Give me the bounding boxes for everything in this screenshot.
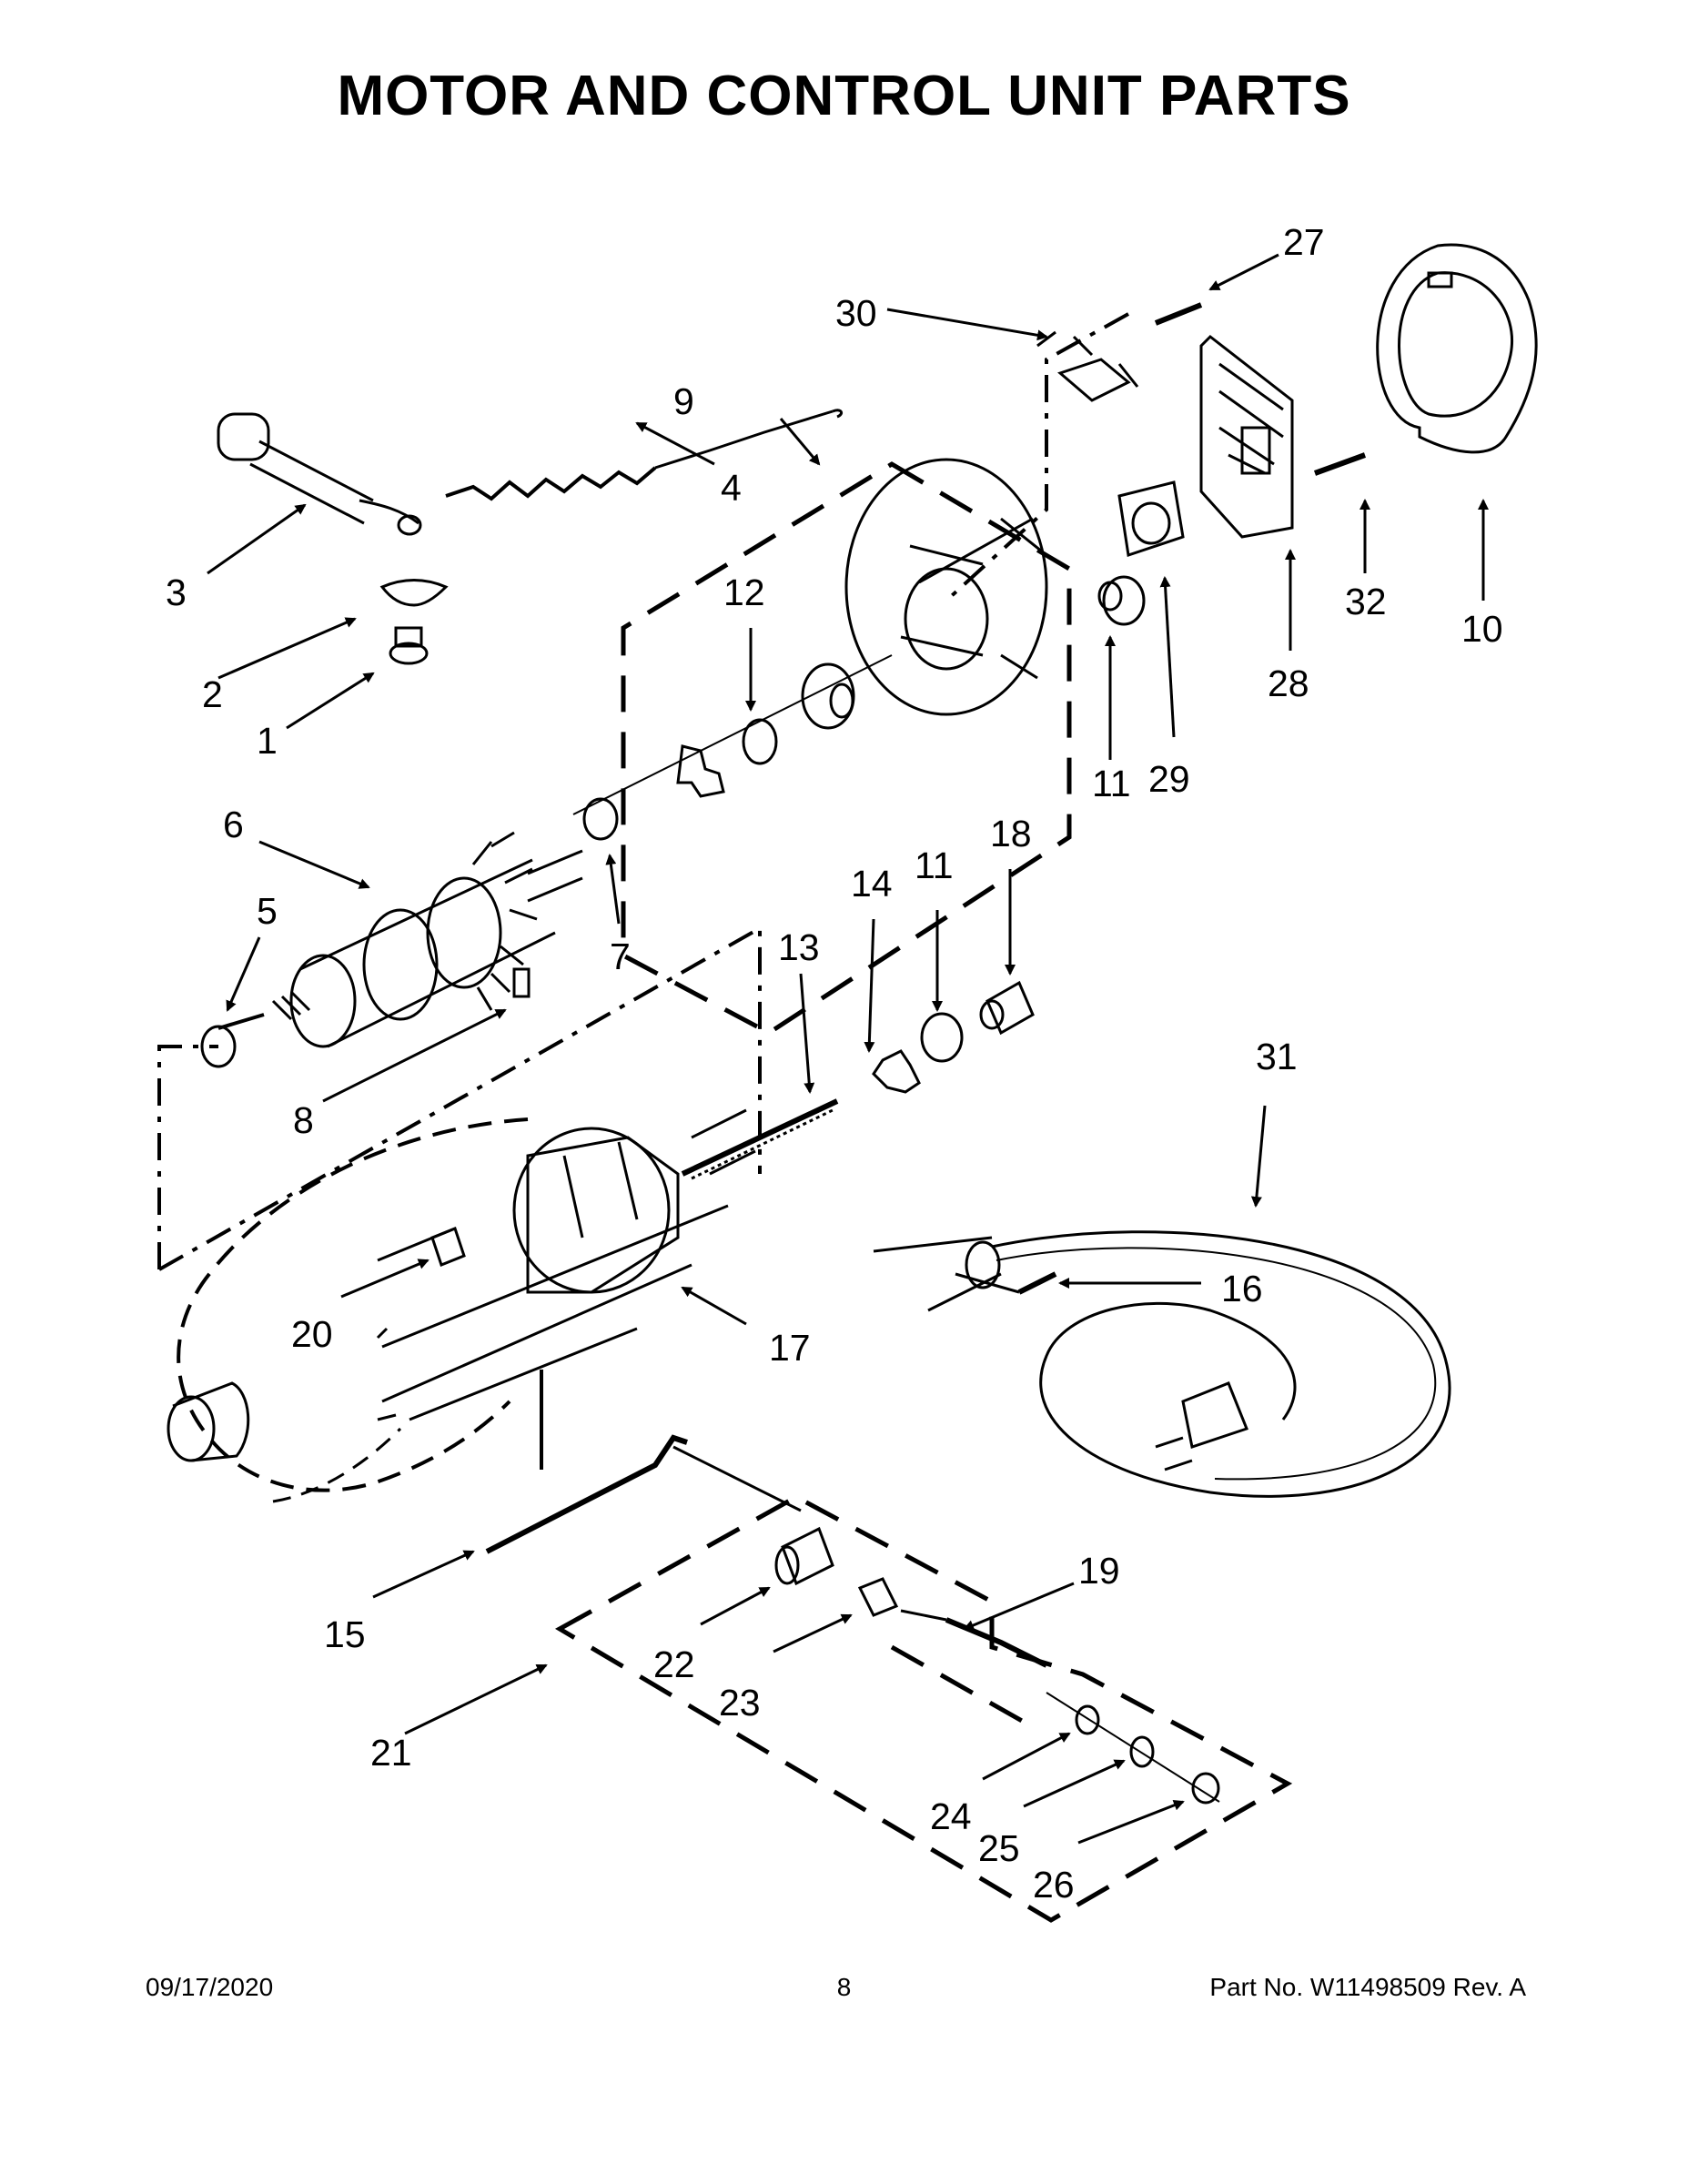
group-21-boundary <box>554 1494 1293 1923</box>
callout-11-lower: 11 <box>915 844 954 886</box>
part-15-rod <box>485 1434 688 1554</box>
callout-20: 20 <box>291 1313 333 1355</box>
footer-page-number: 8 <box>836 1973 852 2001</box>
callout-22: 22 <box>653 1643 695 1685</box>
part-23-coupler <box>857 1577 899 1617</box>
callout-12: 12 <box>723 571 765 613</box>
callout-31: 31 <box>1256 1036 1298 1077</box>
part-19-screw <box>945 1617 1048 1668</box>
part-3-lever <box>217 412 422 536</box>
part-2-washer <box>379 579 449 607</box>
callout-15: 15 <box>324 1613 366 1655</box>
callout-28: 28 <box>1268 662 1309 704</box>
motor-hub <box>167 1381 250 1462</box>
callout-13: 13 <box>778 926 820 968</box>
callout-18: 18 <box>990 813 1032 854</box>
callout-6: 6 <box>223 804 244 845</box>
callout-17: 17 <box>769 1327 811 1369</box>
callout-1: 1 <box>257 720 278 762</box>
part-11-nut-upper <box>1097 575 1146 626</box>
callout-14: 14 <box>851 863 893 905</box>
part-32-screw <box>1313 452 1367 476</box>
callout-23: 23 <box>719 1682 761 1724</box>
part-18-bushing <box>979 980 1035 1036</box>
part-31-power-cord <box>873 1230 1451 1498</box>
part-30-capacitor <box>1036 330 1139 402</box>
retainer-clip <box>676 744 725 798</box>
part-12-bearing <box>742 718 778 765</box>
callout-30: 30 <box>835 292 877 334</box>
callout-29: 29 <box>1148 758 1190 800</box>
footer-date: 09/17/2020 <box>146 1973 274 2001</box>
part-5-washer <box>200 1025 237 1068</box>
callout-labels: 1 2 3 4 5 6 7 8 9 10 11 11 12 13 14 15 1… <box>166 221 1503 1906</box>
callout-8: 8 <box>293 1099 314 1141</box>
footer-part-number: Part No. W11498509 Rev. A <box>1209 1973 1526 2001</box>
callout-10: 10 <box>1461 608 1503 650</box>
callout-21: 21 <box>370 1732 412 1774</box>
callout-24: 24 <box>930 1795 972 1837</box>
part-11-nut-lower <box>920 1012 964 1063</box>
part-16-screw <box>1017 1271 1057 1295</box>
page-title: MOTOR AND CONTROL UNIT PARTS <box>337 65 1351 127</box>
part-7-washer <box>582 797 619 841</box>
callout-9: 9 <box>673 380 694 422</box>
part-24-bushing <box>1075 1704 1100 1735</box>
part-26-cap <box>1191 1772 1220 1805</box>
part-8-brush <box>512 967 531 998</box>
part-29-sensor <box>1117 480 1185 557</box>
part-17-field <box>381 1108 756 1421</box>
callout-5: 5 <box>257 890 278 932</box>
part-1-screw <box>389 626 429 665</box>
part-25-spring <box>1129 1735 1155 1768</box>
callout-25: 25 <box>978 1827 1020 1869</box>
callout-11-upper: 11 <box>1092 763 1131 804</box>
assembly-line-upper <box>157 1045 218 1269</box>
part-13-rod <box>681 1098 839 1180</box>
callout-3: 3 <box>166 571 187 613</box>
callout-32: 32 <box>1345 581 1387 622</box>
motor-housing-outline <box>177 1117 529 1492</box>
part-28-control-board <box>1199 335 1294 539</box>
part-4-spring <box>445 409 844 501</box>
group-9-boundary <box>621 461 1072 1036</box>
callout-26: 26 <box>1033 1864 1075 1906</box>
part-20-plug <box>430 1227 466 1267</box>
callout-4: 4 <box>721 467 742 509</box>
bearing-block <box>801 662 855 730</box>
callout-2: 2 <box>202 673 223 715</box>
callout-7: 7 <box>610 935 631 977</box>
group-19-boundary <box>890 1644 1030 1727</box>
part-27-screw <box>1154 302 1203 326</box>
callout-27: 27 <box>1283 221 1325 263</box>
callout-19: 19 <box>1078 1550 1120 1592</box>
part-22-cylinder <box>774 1526 834 1586</box>
part-6-armature <box>217 831 583 1048</box>
part-14-gear <box>872 1049 921 1094</box>
assembly-line-right <box>945 312 1129 602</box>
callout-16: 16 <box>1221 1268 1263 1309</box>
part-9-end-plate <box>844 458 1048 716</box>
assembly-line-diagonal <box>158 925 762 1271</box>
part-10-cover-plate <box>1376 243 1538 454</box>
